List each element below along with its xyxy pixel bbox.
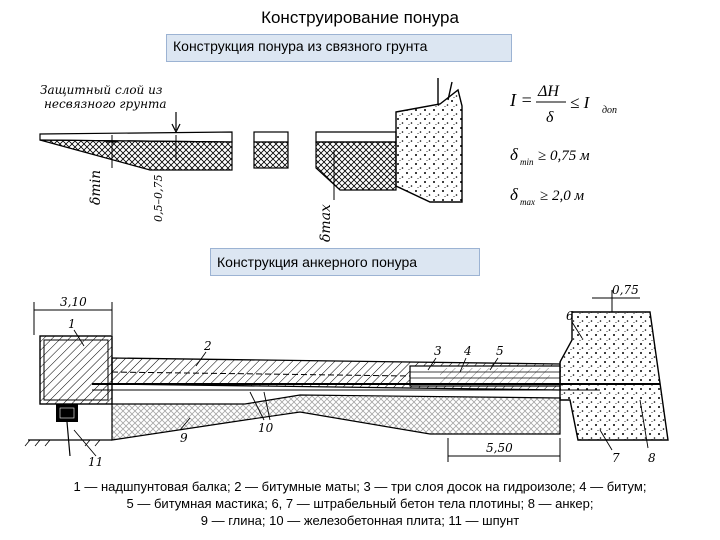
delta-min-symbol: δ (510, 145, 519, 164)
protective-layer-break (253, 131, 289, 143)
legend-line-2: 5 — битумная мастика; 6, 7 — штрабельный… (126, 496, 594, 511)
protective-layer-label-2: несвязного грунта (44, 97, 167, 111)
clay-layer (111, 394, 561, 441)
protective-layer-right (315, 131, 397, 143)
protective-layer-label-1: Защитный слой из (40, 83, 162, 97)
range-label: 0,5–0,75 (152, 175, 165, 223)
callout-1: 1 (68, 317, 76, 331)
clay-blanket-right (315, 141, 397, 191)
delta-min-subscript: min (520, 157, 534, 167)
anchored-blanket-section: 3,10 0,75 5,50 (24, 283, 669, 462)
callout-6: 6 (566, 309, 574, 323)
legend-line-1: 1 — надшпунтовая балка; 2 — битумные мат… (73, 479, 647, 494)
callout-10: 10 (258, 421, 274, 435)
delta-min-label: δmin (88, 170, 104, 205)
concrete-dam-body (395, 88, 463, 203)
gradient-formula-rhs: ≤ I (570, 93, 591, 112)
bitumen-mastic (440, 368, 550, 384)
dim-right-label: 0,75 (612, 283, 639, 297)
dim-left-label: 3,10 (60, 295, 87, 309)
section2-caption: Конструкция анкерного понура (210, 248, 480, 276)
delta-max-label: δmax (318, 204, 334, 242)
callout-leaders (73, 321, 649, 457)
gradient-formula-lhs: I = (509, 90, 533, 110)
callout-11: 11 (88, 455, 103, 469)
dam-concrete-body (559, 311, 669, 441)
clay-blanket-section: Защитный слой из несвязного грунта δmin … (39, 78, 463, 242)
delta-min-value: ≥ 0,75 м (538, 148, 590, 164)
delta-max-subscript: max (520, 197, 535, 207)
page-title: Конструирование понура (261, 8, 459, 27)
callout-9: 9 (180, 431, 188, 445)
callout-3: 3 (434, 344, 442, 358)
callout-4: 4 (463, 344, 472, 358)
dim-bottom-label: 5,50 (486, 441, 513, 455)
sheet-pile-beam (39, 335, 113, 405)
callout-7: 7 (612, 451, 620, 465)
callout-2: 2 (203, 339, 212, 353)
gradient-formula-denominator: δ (546, 109, 554, 126)
callout-numbers: 1 2 3 4 5 6 7 8 9 10 11 (68, 309, 656, 469)
clay-blanket-break (253, 141, 289, 169)
callout-5: 5 (496, 344, 504, 358)
legend: 1 — надшпунтовая балка; 2 — битумные мат… (30, 478, 690, 529)
delta-max-value: ≥ 2,0 м (540, 188, 584, 204)
clay-blanket-left (39, 139, 233, 171)
section1-caption: Конструкция понура из связного грунта (166, 34, 512, 62)
formulas: I = ΔH δ ≤ I доп δ min ≥ 0,75 м δ max ≥ … (509, 83, 617, 207)
legend-line-3: 9 — глина; 10 — железобетонная плита; 11… (200, 513, 520, 528)
callout-8: 8 (648, 451, 656, 465)
gradient-formula-subscript: доп (602, 105, 617, 116)
gradient-formula-numerator: ΔH (537, 83, 560, 100)
delta-max-symbol: δ (510, 185, 519, 204)
